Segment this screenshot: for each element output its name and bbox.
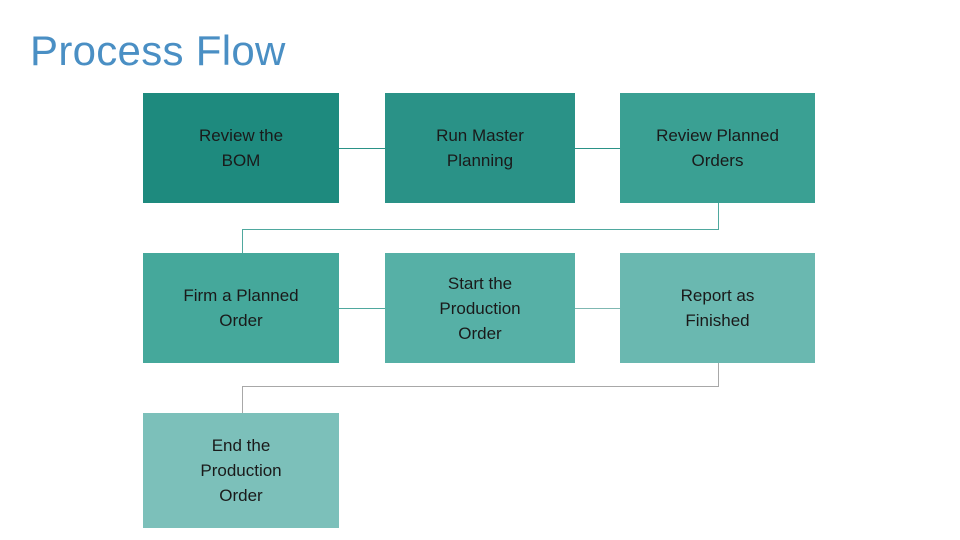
connector-report-as-finished-to-end-production-order-segment-down <box>718 363 719 386</box>
process-node-run-master-planning[interactable]: Run Master Planning <box>385 93 575 203</box>
process-node-report-as-finished[interactable]: Report as Finished <box>620 253 815 363</box>
connector-review-bom-to-run-master-planning <box>339 148 385 149</box>
process-node-start-the-production-order[interactable]: Start the Production Order <box>385 253 575 363</box>
process-node-firm-a-planned-order[interactable]: Firm a Planned Order <box>143 253 339 363</box>
process-node-review-planned-orders[interactable]: Review Planned Orders <box>620 93 815 203</box>
connector-run-master-planning-to-review-planned-orders <box>575 148 620 149</box>
connector-firm-planned-order-to-start-production-order <box>339 308 385 309</box>
connector-start-production-order-to-report-as-finished <box>575 308 620 309</box>
connector-review-planned-orders-to-firm-planned-order-segment-down <box>718 203 719 229</box>
process-node-end-the-production-order[interactable]: End the Production Order <box>143 413 339 528</box>
connector-review-planned-orders-to-firm-planned-order-segment-across <box>242 229 719 230</box>
connector-review-planned-orders-to-firm-planned-order-segment-in <box>242 229 243 253</box>
process-node-review-the-bom[interactable]: Review the BOM <box>143 93 339 203</box>
page-title: Process Flow <box>30 27 286 74</box>
connector-report-as-finished-to-end-production-order-segment-in <box>242 386 243 413</box>
connector-report-as-finished-to-end-production-order-segment-across <box>242 386 719 387</box>
